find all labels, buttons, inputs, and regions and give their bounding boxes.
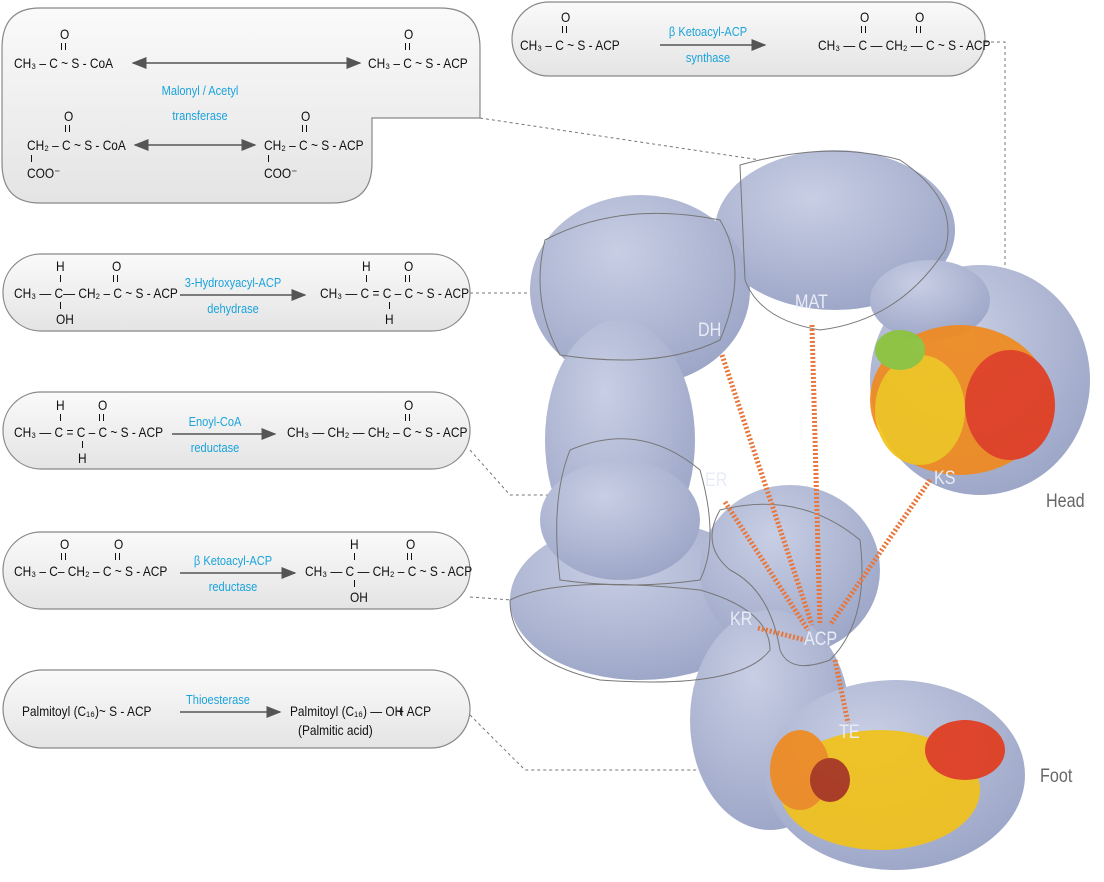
oxygen-label: O (60, 536, 70, 552)
hydroxyl-label: OH (56, 311, 74, 327)
ks-reactant: CH₃ – C ~ S - ACP (520, 37, 620, 53)
hydrogen-label: H (350, 536, 359, 552)
ks-enzyme-name-2: synthase (685, 50, 731, 65)
palmitic-acid-label: (Palmitic acid) (298, 722, 373, 738)
oxygen-label: O (98, 397, 108, 413)
plus-acp: + ACP (397, 703, 432, 719)
hydrogen-label: H (56, 397, 65, 413)
kr-enzyme-name: β Ketoacyl-ACP (193, 553, 273, 568)
oxygen-label: O (860, 9, 870, 25)
oxygen-label: O (112, 258, 122, 274)
er-reaction-box (2, 391, 471, 470)
kr-reactant: CH₃ – C– CH₂ – C ~ S - ACP (14, 563, 168, 579)
kr-reaction-box (2, 531, 471, 610)
domain-label-ks: KS (934, 468, 956, 489)
hydrogen-label: H (362, 258, 371, 274)
head-protein-structure (870, 325, 1055, 475)
carboxylate-label: COO⁻ (27, 165, 61, 181)
er-reactant: CH₃ — C = C – C ~ S - ACP (14, 424, 164, 440)
malonyl-acp: CH₂ – C ~ S - ACP (264, 137, 364, 153)
surface-hole (730, 310, 820, 430)
oxygen-label: O (64, 108, 74, 124)
hydroxyl-label: OH (350, 589, 368, 605)
domain-label-kr: KR (730, 609, 753, 630)
malonyl-coa: CH₂ – C ~ S - CoA (27, 137, 126, 153)
foot-protein-structure (770, 720, 1005, 850)
er-enzyme-name-2: reductase (190, 440, 240, 455)
connector-lines (469, 41, 1006, 771)
foot-label: Foot (1040, 766, 1073, 787)
domain-label-te: TE (839, 722, 860, 743)
oxygen-label: O (404, 26, 414, 42)
te-reactant: Palmitoyl (C₁₆)~ S - ACP (22, 703, 152, 719)
oxygen-label: O (301, 108, 311, 124)
palmitic-acid-formula: Palmitoyl (C₁₆) — OH (290, 703, 404, 719)
mat-reaction-box (1, 7, 481, 204)
domain-label-er: ER (705, 470, 728, 491)
er-enzyme-name: Enoyl-CoA (188, 414, 242, 429)
dh-product: CH₃ — C = C – C ~ S - ACP (320, 285, 470, 301)
dh-reactant: CH₃ — C— CH₂ – C ~ S - ACP (14, 285, 178, 301)
oxygen-label: O (915, 9, 925, 25)
ks-product: CH₃ — C — CH₂ — C ~ S - ACP (818, 37, 991, 53)
acetyl-coa: CH₃ – C ~ S - CoA (14, 55, 114, 71)
domain-label-dh: DH (698, 320, 722, 341)
domain-outlines (509, 150, 949, 683)
hydrogen-label: H (78, 450, 87, 466)
ks-enzyme-name: β Ketoacyl-ACP (668, 24, 748, 39)
oxygen-label: O (114, 536, 124, 552)
oxygen-label: O (60, 26, 70, 42)
acp-links (719, 324, 933, 724)
oxygen-label: O (404, 397, 414, 413)
er-product: CH₃ — CH₂ — CH₂ – C ~ S - ACP (287, 424, 468, 440)
dh-enzyme-name-2: dehydrase (207, 301, 259, 316)
kr-product: CH₃ — C — CH₂ – C ~ S - ACP (305, 563, 473, 579)
dh-enzyme-name: 3-Hydroxyacyl-ACP (184, 275, 282, 290)
mat-enzyme-name-2: transferase (172, 108, 228, 123)
te-reaction-box (2, 669, 471, 749)
domain-label-mat: MAT (795, 292, 828, 313)
oxygen-label: O (406, 536, 416, 552)
oxygen-label: O (561, 9, 571, 25)
oxygen-label: O (404, 258, 414, 274)
hydrogen-label: H (56, 258, 65, 274)
ks-reaction-box (511, 1, 986, 77)
hydrogen-label: H (385, 311, 394, 327)
te-enzyme-name: Thioesterase (186, 692, 250, 707)
reaction-arrows (131, 39, 767, 718)
carboxylate-label: COO⁻ (264, 165, 298, 181)
mat-enzyme-name: Malonyl / Acetyl (161, 83, 239, 98)
domain-label-acp: ACP (804, 629, 838, 650)
acetyl-acp: CH₃ – C ~ S - ACP (368, 55, 468, 71)
head-label: Head (1046, 491, 1085, 512)
kr-enzyme-name-2: reductase (208, 579, 258, 594)
